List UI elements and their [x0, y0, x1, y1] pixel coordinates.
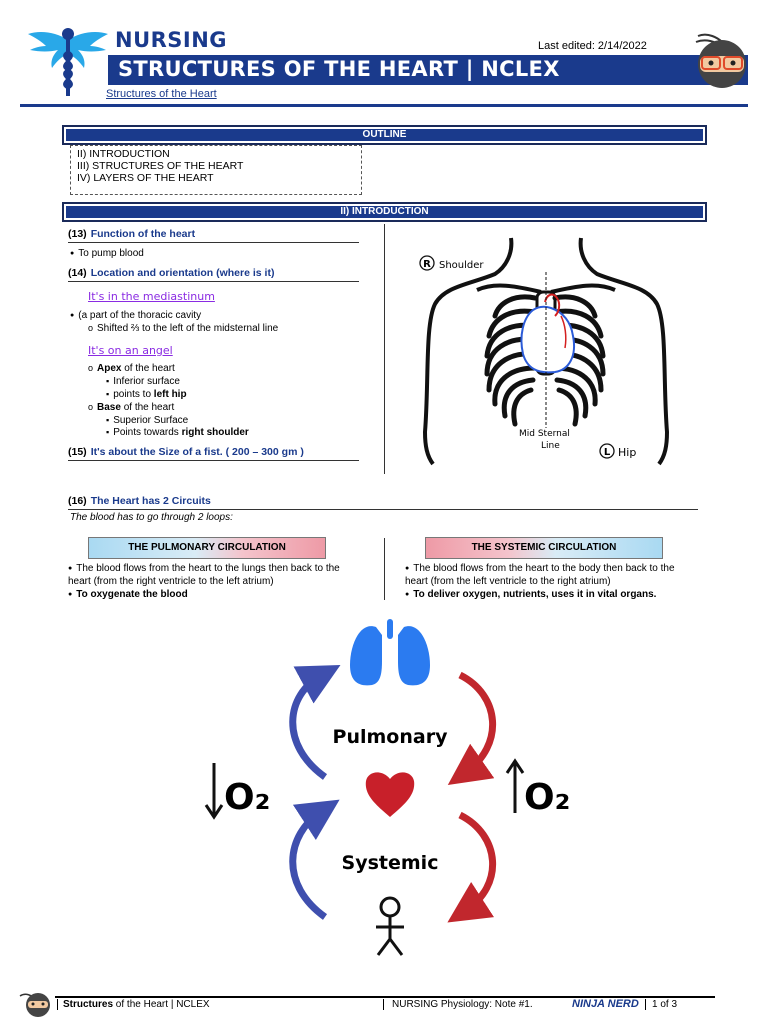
- base-label: Base: [97, 402, 121, 413]
- increase-arrow-icon: [505, 758, 525, 813]
- brand-name: NURSING: [115, 28, 228, 52]
- pulmonary-word: Pulmonary: [333, 726, 449, 748]
- shoulder-label: Shoulder: [439, 260, 484, 271]
- line-label: Line: [541, 441, 560, 451]
- ribcage-heart-figure: R Shoulder Mid Sternal Line L Hip: [419, 237, 670, 466]
- decrease-arrow-icon: [204, 763, 224, 820]
- footer-ninja-icon: [19, 993, 50, 1017]
- section-title: Function of the heart: [90, 228, 196, 240]
- section-number: (15): [68, 446, 87, 458]
- apex-sub-inferior: Inferior surface: [106, 375, 180, 388]
- mid-sternal-label: Mid Sternal: [519, 429, 570, 439]
- pulmonary-circulation-label: THE PULMONARY CIRCULATION: [88, 537, 326, 559]
- systemic-description: The blood flows from the heart to the bo…: [405, 562, 695, 601]
- systemic-circulation-label: THE SYSTEMIC CIRCULATION: [425, 537, 663, 559]
- pulmonary-text: The blood flows from the heart to the lu…: [68, 562, 358, 588]
- section-15-heading: (15)It's about the Size of a fist. ( 200…: [68, 446, 359, 461]
- apex-bullet: Apex of the heart: [88, 362, 175, 375]
- base-rest: of the heart: [120, 402, 175, 413]
- function-bullet: To pump blood: [70, 248, 144, 260]
- right-oxygen-label: O₂: [524, 777, 570, 818]
- apex-label: Apex: [97, 363, 122, 374]
- intro-title: II) INTRODUCTION: [66, 206, 703, 218]
- intro-banner: II) INTRODUCTION: [62, 202, 707, 222]
- footer-logo-text: NINJA NERD: [572, 998, 639, 1010]
- base-sub-shoulder-bold: right shoulder: [181, 427, 249, 438]
- outline-item[interactable]: IV) LAYERS OF THE HEART: [77, 172, 214, 184]
- section-number: (16): [68, 495, 87, 507]
- hip-label: Hip: [618, 446, 636, 459]
- outline-title: OUTLINE: [66, 129, 703, 141]
- caduceus-logo-icon: [28, 28, 108, 96]
- lungs-icon: [350, 619, 430, 686]
- section-number: (13): [68, 228, 87, 240]
- outline-banner: OUTLINE: [62, 125, 707, 145]
- outline-box: II) INTRODUCTION III) STRUCTURES OF THE …: [70, 145, 362, 195]
- base-sub-shoulder: Points towards right shoulder: [106, 426, 249, 439]
- section-title: Location and orientation (where is it): [90, 267, 275, 279]
- last-edited-date: Last edited: 2/14/2022: [538, 40, 647, 52]
- left-marker: L: [604, 447, 611, 458]
- circuits-subtitle: The blood has to go through 2 loops:: [70, 512, 233, 523]
- base-sub-superior: Superior Surface: [106, 414, 188, 427]
- pulmonary-purpose: To oxygenate the blood: [68, 588, 358, 601]
- footer-title: Structures of the Heart | NCLEX: [57, 999, 210, 1010]
- outline-item[interactable]: II) INTRODUCTION: [77, 148, 170, 160]
- systemic-purpose: To deliver oxygen, nutrients, uses it in…: [405, 588, 695, 601]
- person-icon: [376, 896, 404, 956]
- systemic-text: The blood flows from the heart to the bo…: [405, 562, 695, 588]
- circuit-column-divider: [384, 538, 385, 600]
- right-marker: R: [423, 259, 431, 270]
- apex-sub-hip-pre: points to: [113, 389, 154, 400]
- apex-sub-hip: points to left hip: [106, 388, 187, 401]
- thoracic-bullet: (a part of the thoracic cavity: [70, 310, 201, 322]
- outline-item[interactable]: III) STRUCTURES OF THE HEART: [77, 160, 244, 172]
- section-number: (14): [68, 267, 87, 279]
- apex-rest: of the heart: [121, 363, 175, 374]
- pulmonary-description: The blood flows from the heart to the lu…: [68, 562, 358, 601]
- section-title: The Heart has 2 Circuits: [90, 495, 211, 507]
- mediastinum-note: It's in the mediastinum: [88, 290, 215, 303]
- column-divider: [384, 224, 385, 474]
- circulation-diagram: Pulmonary Systemic O₂ O₂: [204, 619, 570, 956]
- left-oxygen-label: O₂: [224, 777, 270, 818]
- footer-title-bold: Structures: [63, 999, 114, 1010]
- footer-note: NURSING Physiology: Note #1.: [383, 999, 533, 1010]
- section-13-heading: (13)Function of the heart: [68, 228, 359, 243]
- page-title: STRUCTURES OF THE HEART | NCLEX: [118, 57, 560, 81]
- base-sub-shoulder-pre: Points towards: [113, 427, 182, 438]
- section-title: It's about the Size of a fist. ( 200 – 3…: [90, 446, 304, 458]
- apex-sub-hip-bold: left hip: [153, 389, 187, 400]
- ninja-mascot-icon: [695, 33, 746, 88]
- footer-title-rest: of the Heart | NCLEX: [113, 999, 210, 1010]
- shifted-sub-bullet: Shifted ⅔ to the left of the midsternal …: [88, 322, 278, 335]
- footer-divider: [55, 996, 715, 998]
- heart-icon: [365, 772, 415, 817]
- base-bullet: Base of the heart: [88, 401, 174, 414]
- breadcrumb-link[interactable]: Structures of the Heart: [106, 88, 217, 100]
- footer-brand-logo: NINJA NERD: [572, 998, 639, 1010]
- page-number: 1 of 3: [645, 999, 677, 1010]
- section-14-heading: (14)Location and orientation (where is i…: [68, 267, 359, 282]
- section-16-heading: (16)The Heart has 2 Circuits: [68, 495, 698, 510]
- title-bar: STRUCTURES OF THE HEART | NCLEX: [108, 55, 748, 85]
- angle-note: It's on an angel: [88, 344, 173, 357]
- header-divider: [20, 104, 748, 107]
- systemic-word: Systemic: [342, 852, 439, 874]
